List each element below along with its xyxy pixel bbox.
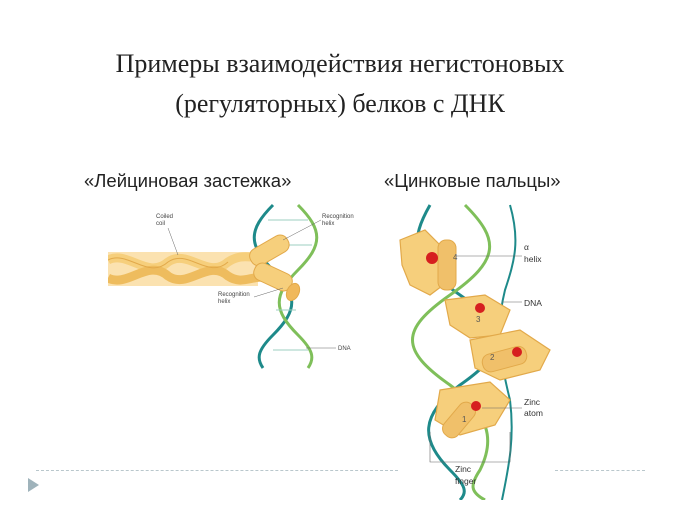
label-coil: coil <box>156 221 165 227</box>
zinc-atom-3 <box>475 303 485 313</box>
zinc-finger-proteins <box>399 229 551 439</box>
recognition-helices <box>249 234 301 302</box>
slide-bullet-icon <box>28 478 39 492</box>
footer-divider-left <box>36 470 398 471</box>
label-recognition-helix-top: Recognition <box>322 214 354 220</box>
label-recognition-helix-lower: Recognition <box>218 292 250 298</box>
caption-zinc-fingers: «Цинковые пальцы» <box>384 170 561 191</box>
zinc-atom-1 <box>471 401 481 411</box>
title-line-2: (регуляторных) белков с ДНК <box>175 89 505 118</box>
finger-number-4: 4 <box>453 253 458 262</box>
coiled-coil <box>108 251 270 286</box>
finger-number-2: 2 <box>490 353 495 362</box>
label-alpha: α <box>524 242 529 252</box>
label-helix-lower: helix <box>218 299 230 305</box>
footer-divider-right <box>555 470 645 471</box>
zinc-finger-figure: 4 3 2 1 α helix DNA Zinc atom Zinc finge… <box>399 203 551 500</box>
leucine-zipper-figure: Coiled coil Recognition helix Recognitio… <box>108 203 354 369</box>
label-zinc-atom: Zinc <box>524 397 541 407</box>
label-coiled: Coiled <box>156 214 173 220</box>
label-zinc-finger: Zinc <box>455 464 472 474</box>
finger-number-3: 3 <box>476 315 481 324</box>
slide-title: Примеры взаимодействия негистоновых (рег… <box>0 44 680 124</box>
zinc-atom-4 <box>426 252 438 264</box>
finger-number-1: 1 <box>462 415 467 424</box>
zinc-atom-2 <box>512 347 522 357</box>
label-atom: atom <box>524 408 543 418</box>
label-dna-left: DNA <box>338 346 351 352</box>
label-dna-right: DNA <box>524 298 542 308</box>
label-helix-top: helix <box>322 221 334 227</box>
label-helix: helix <box>524 254 542 264</box>
label-finger: finger <box>455 476 476 486</box>
caption-leucine-zipper: «Лейциновая застежка» <box>84 170 292 191</box>
title-line-1: Примеры взаимодействия негистоновых <box>115 49 565 78</box>
